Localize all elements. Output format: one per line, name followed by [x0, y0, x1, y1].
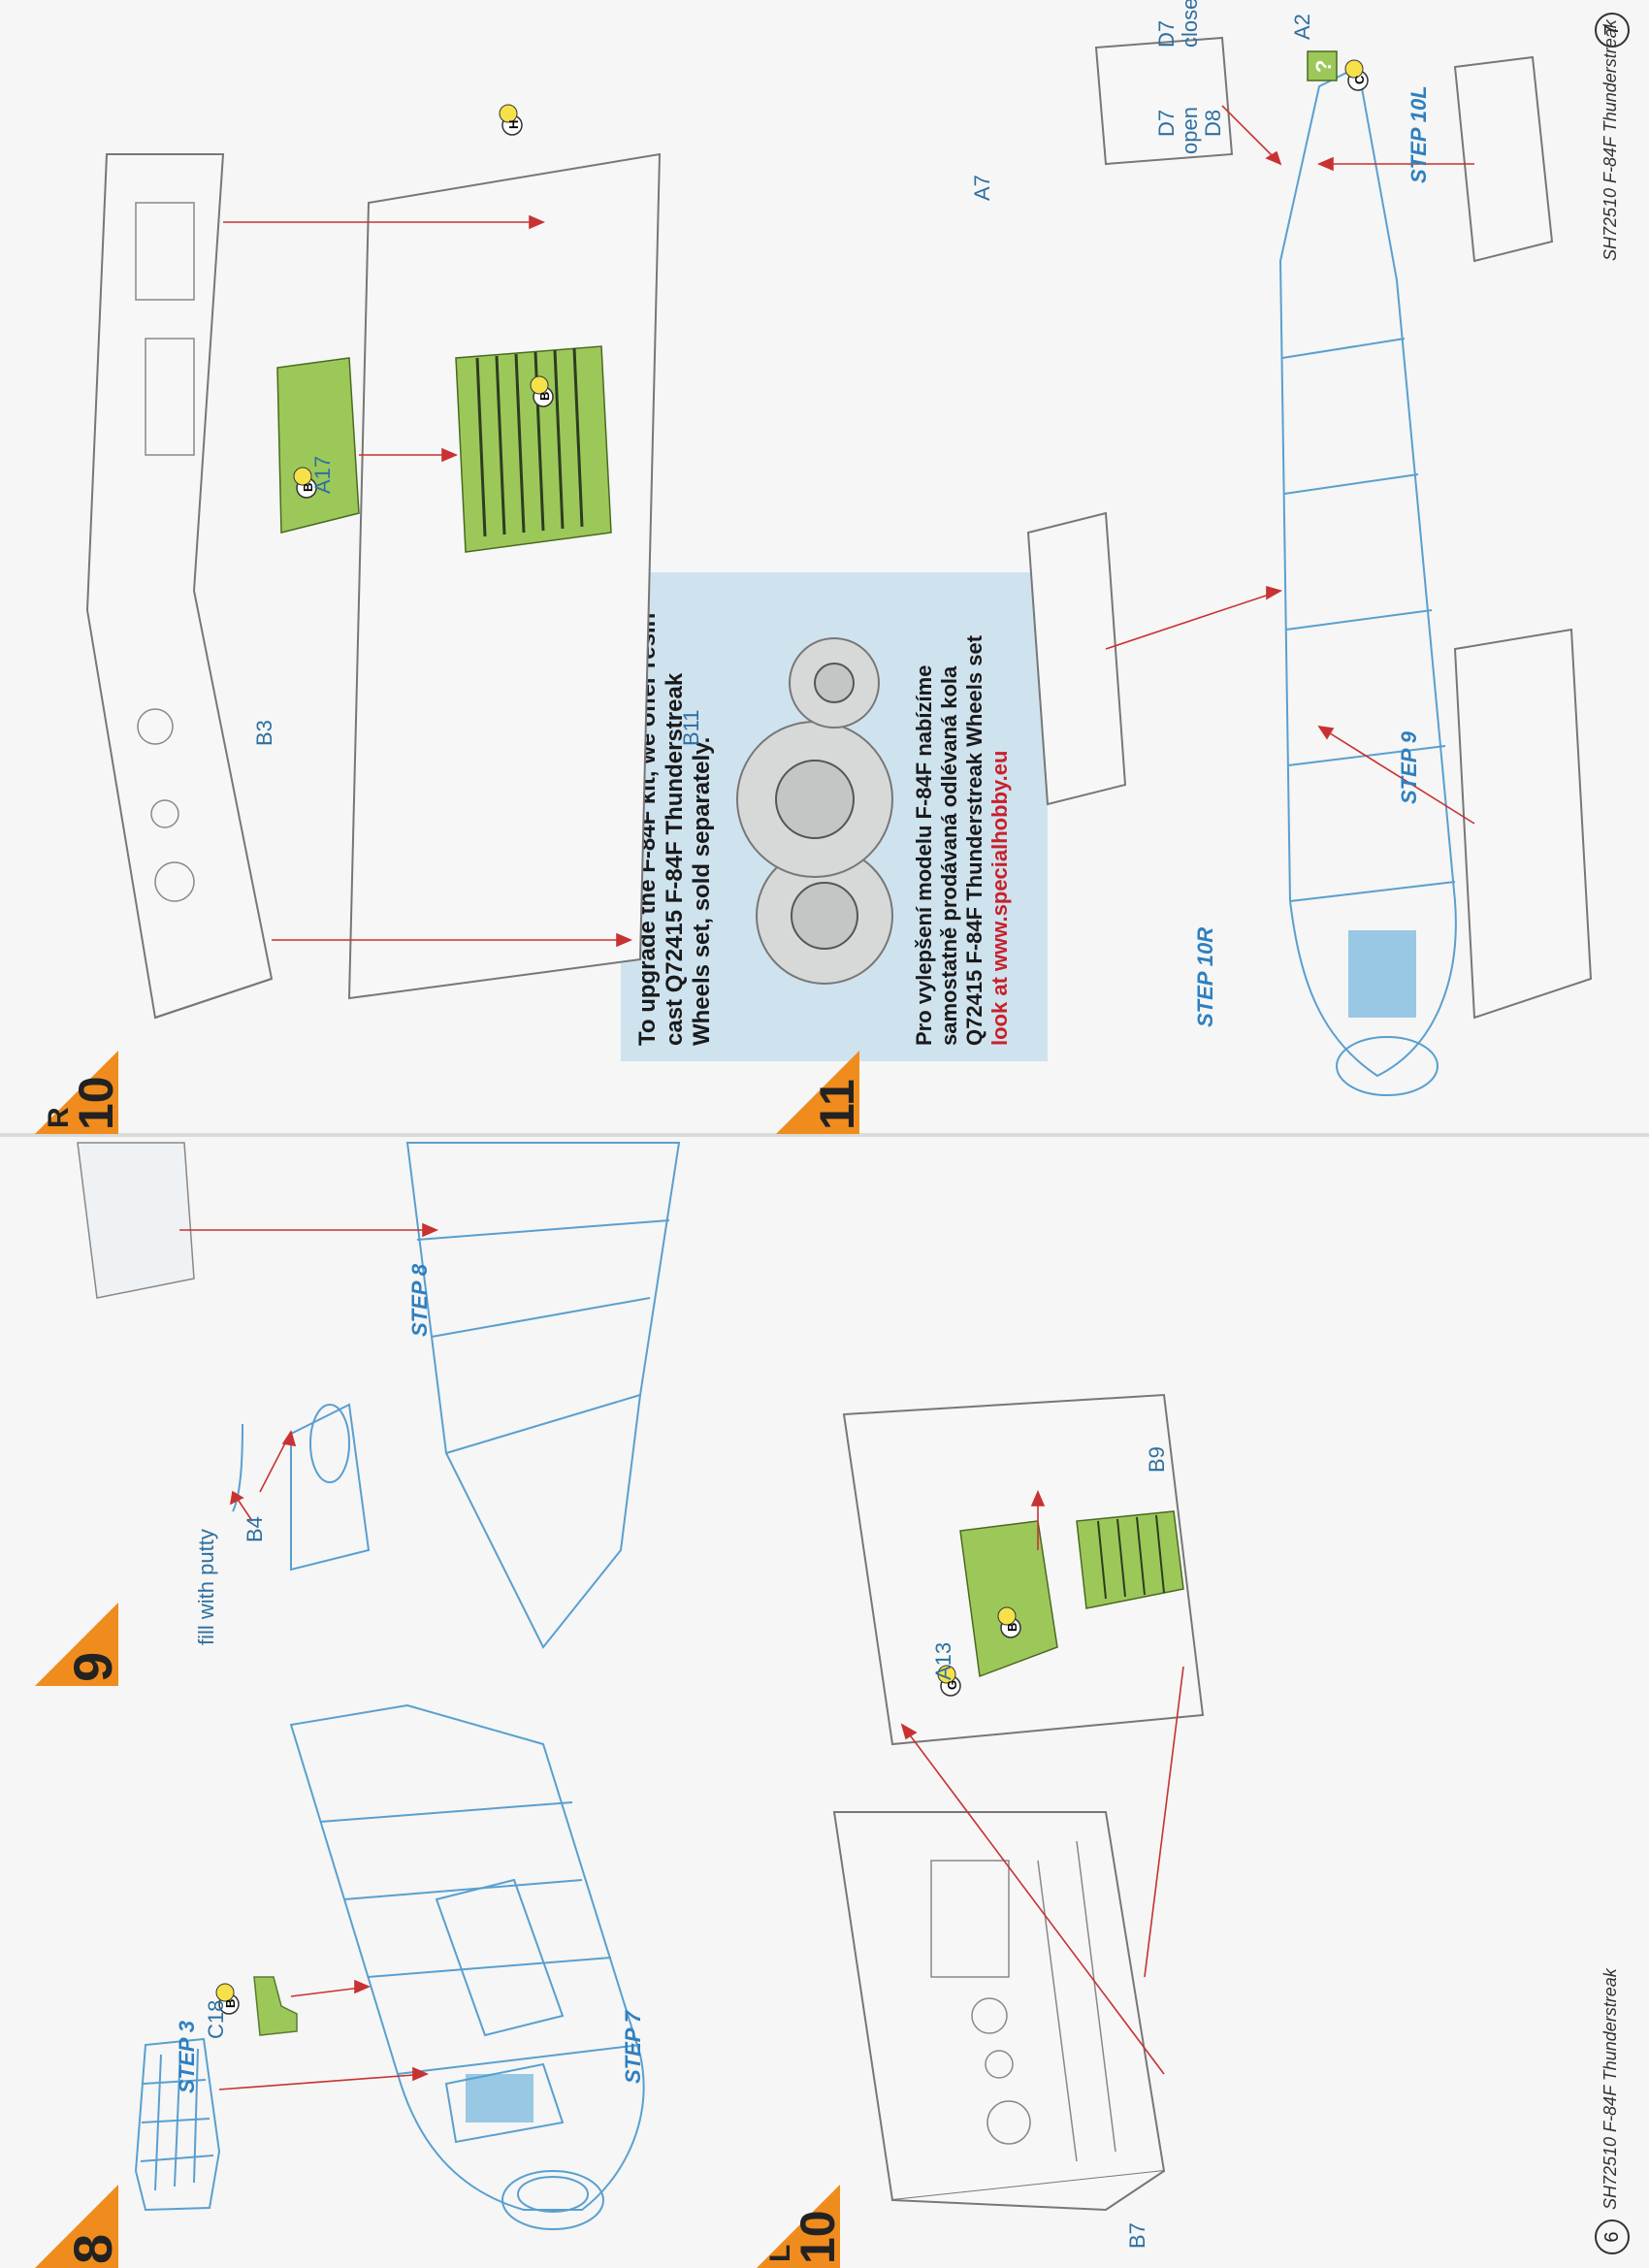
label-d7-closed: D7 — [1154, 19, 1179, 48]
wing-left-part — [1453, 628, 1593, 1020]
right-footer: SH72510 F-84F Thunderstreak — [1600, 19, 1620, 261]
label-a2: A2 — [1290, 14, 1314, 40]
svg-text:B: B — [537, 392, 552, 401]
part-a17-green — [276, 357, 360, 534]
label-c18: C18 — [204, 1999, 228, 2039]
svg-text:?: ? — [1311, 60, 1336, 73]
label-open: open — [1178, 107, 1202, 154]
label-b4: B4 — [242, 1516, 267, 1542]
part-c18-green — [253, 1976, 298, 2036]
label-b7: B7 — [1125, 2222, 1149, 2249]
label-a17: A17 — [310, 455, 335, 494]
badge-q-11: ? — [1307, 50, 1338, 81]
step-10r-drawing: H B B — [85, 104, 662, 1020]
left-footer: SH72510 F-84F Thunderstreak — [1600, 1968, 1620, 2210]
part-a17b-green — [455, 345, 612, 553]
badge-c-11: C — [1344, 59, 1369, 91]
label-step-3: STEP 3 — [175, 2021, 199, 2093]
step-11-drawing: ? C — [1026, 36, 1593, 1096]
label-d7-open: D7 — [1154, 109, 1179, 137]
right-page-number: 7 — [1595, 13, 1630, 48]
label-closed: closed — [1178, 0, 1202, 48]
label-fill-with-putty: fill with putty — [194, 1529, 218, 1645]
svg-text:G: G — [945, 1680, 959, 1690]
svg-text:B: B — [1005, 1623, 1019, 1632]
left-page: 8 — [0, 1134, 1649, 2268]
label-step-8: STEP 8 — [407, 1264, 432, 1337]
badge-b-10l: B — [997, 1606, 1021, 1638]
label-step-10l: STEP 10L — [1406, 85, 1431, 183]
svg-text:H: H — [506, 120, 521, 129]
label-d8: D8 — [1201, 109, 1225, 137]
badge-h-10r: H — [499, 104, 523, 136]
label-a7: A7 — [970, 175, 994, 201]
label-a13: A13 — [931, 1641, 955, 1680]
wheels-ad-box: To upgrade the F-84F kit, we offer resin… — [621, 572, 1048, 1061]
tail-a2-part — [1094, 36, 1234, 166]
svg-text:B: B — [301, 483, 315, 492]
badge-g-10l: G — [937, 1665, 961, 1697]
tail-a7-part — [1453, 55, 1554, 263]
badge-b-10r-1: B — [293, 467, 317, 499]
label-b3: B3 — [252, 720, 276, 746]
left-page-number: 6 — [1595, 2219, 1630, 2254]
svg-text:C: C — [1352, 75, 1367, 84]
right-page: 10 R — [35, 0, 1630, 1134]
wing-right-part — [1026, 511, 1127, 806]
label-b11: B11 — [679, 709, 703, 746]
label-b9: B9 — [1145, 1446, 1169, 1473]
step-8-drawing: B — [134, 1703, 645, 2230]
ad-wheels-illustration — [736, 637, 893, 985]
step-9-drawing — [77, 1142, 681, 1649]
step-10l-drawing: B G — [832, 1393, 1205, 2212]
label-step-7: STEP 7 — [621, 2011, 645, 2084]
badge-b-10r-2: B — [530, 375, 554, 407]
badge-b-c18: B — [215, 1983, 240, 2015]
label-step-10r: STEP 10R — [1193, 926, 1217, 1027]
svg-text:B: B — [223, 1999, 238, 2008]
label-step-9: STEP 9 — [1397, 731, 1421, 804]
